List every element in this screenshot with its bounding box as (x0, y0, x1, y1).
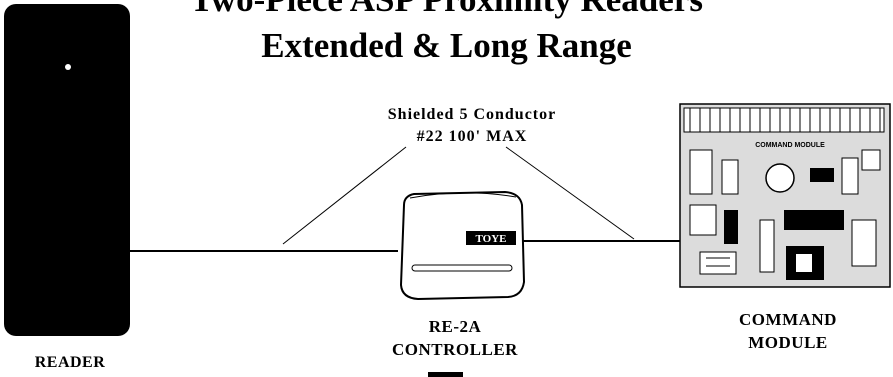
command-module-label-line1: COMMAND (739, 310, 837, 329)
cable-spec-line2: #22 100' MAX (416, 128, 528, 145)
controller-unit: TOYE (399, 190, 526, 301)
reader-label: READER (34, 354, 106, 371)
controller-model-label: RE-2A (428, 317, 482, 336)
cable-spec-line1: Shielded 5 Conductor (387, 106, 557, 123)
controller-brand-plate (466, 231, 516, 245)
page-marker (428, 372, 463, 377)
cable-leader-right (505, 146, 635, 240)
cable-leader-left (282, 146, 407, 245)
controller-label: CONTROLLER (392, 340, 518, 359)
command-module-label-line2: MODULE (748, 333, 828, 352)
reader-led (65, 64, 71, 70)
diagram-subtitle: Extended & Long Range (261, 26, 632, 65)
controller-brand: TOYE (476, 233, 507, 245)
board-silkscreen: COMMAND MODULE (755, 142, 825, 149)
reader-unit (4, 4, 130, 336)
command-module-board: COMMAND MODULE (679, 103, 891, 288)
diagram-title: Two-Piece ASP Proximity Readers (0, 0, 893, 20)
